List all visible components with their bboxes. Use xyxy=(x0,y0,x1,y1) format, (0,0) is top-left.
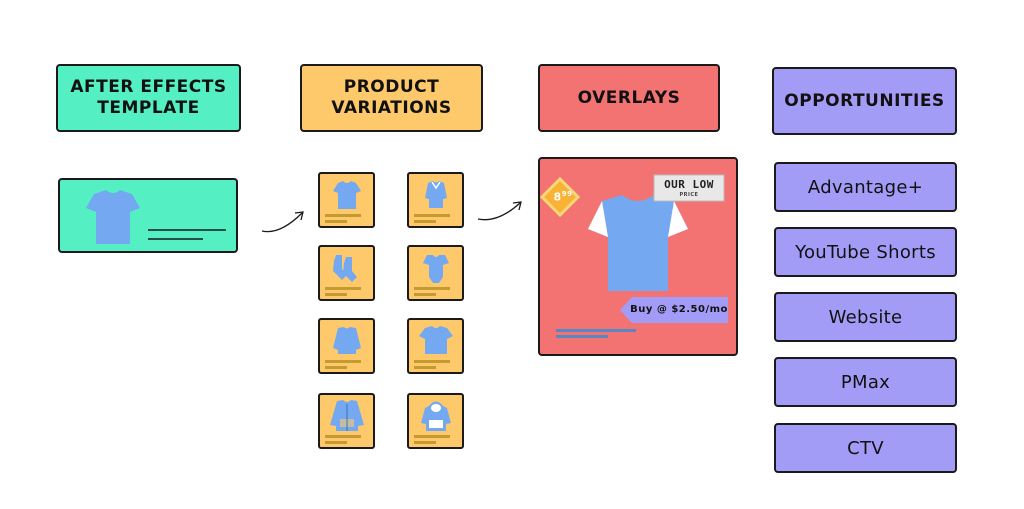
opportunity-ctv: CTV xyxy=(774,423,957,473)
template-card xyxy=(58,178,238,253)
price-tag-dollars: 8 xyxy=(553,190,562,204)
longsleeve-icon xyxy=(425,181,447,208)
tshirt-icon xyxy=(333,181,361,209)
price-tag-icon xyxy=(540,176,581,218)
opportunity-advantage-plus: Advantage+ xyxy=(774,162,957,212)
opportunity-pmax: PMax xyxy=(774,357,957,407)
variation-card-longsleeve xyxy=(407,172,464,228)
header-overlays: OVERLAYS xyxy=(538,64,720,132)
promo-text: OUR LOW PRICE xyxy=(654,175,724,201)
template-preview xyxy=(86,190,226,244)
variation-card-jacket xyxy=(318,393,375,449)
tshirt-icon xyxy=(588,195,688,291)
text-line-placeholder xyxy=(556,329,636,332)
socks-icon xyxy=(333,255,347,280)
sweater-icon xyxy=(333,327,361,354)
promo-main: OUR LOW xyxy=(664,178,714,191)
header-after-effects-template: AFTER EFFECTS TEMPLATE xyxy=(56,64,241,132)
buy-tag xyxy=(620,297,728,323)
header-product-variations: PRODUCT VARIATIONS xyxy=(300,64,483,132)
price-tag-label: 899 xyxy=(550,187,576,205)
buy-label: Buy @ $2.50/mo xyxy=(630,304,728,315)
tshirt-icon xyxy=(86,190,140,244)
promo-sub: PRICE xyxy=(679,192,699,198)
variation-card-onesie xyxy=(407,245,464,301)
onesie-icon xyxy=(423,255,449,283)
arrow-icon xyxy=(477,201,522,221)
variation-card-tshirt xyxy=(318,172,375,228)
price-tag-cents: 99 xyxy=(561,190,573,198)
arrow-icon xyxy=(261,211,304,233)
promo-banner xyxy=(653,174,725,202)
hoodie-icon xyxy=(421,401,451,431)
overlay-preview xyxy=(540,174,728,338)
tshirt-icon xyxy=(419,326,453,354)
variation-card-sweater xyxy=(318,318,375,374)
overlay-card: 899 OUR LOW PRICE Buy @ $2.50/mo xyxy=(538,157,738,356)
variation-card-tshirt-2 xyxy=(407,318,464,374)
opportunity-website: Website xyxy=(774,292,957,342)
variation-card-hoodie xyxy=(407,393,464,449)
opportunity-youtube-shorts: YouTube Shorts xyxy=(774,227,957,277)
header-opportunities: OPPORTUNITIES xyxy=(772,67,957,135)
text-line-placeholder xyxy=(556,335,608,338)
variation-card-socks xyxy=(318,245,375,301)
